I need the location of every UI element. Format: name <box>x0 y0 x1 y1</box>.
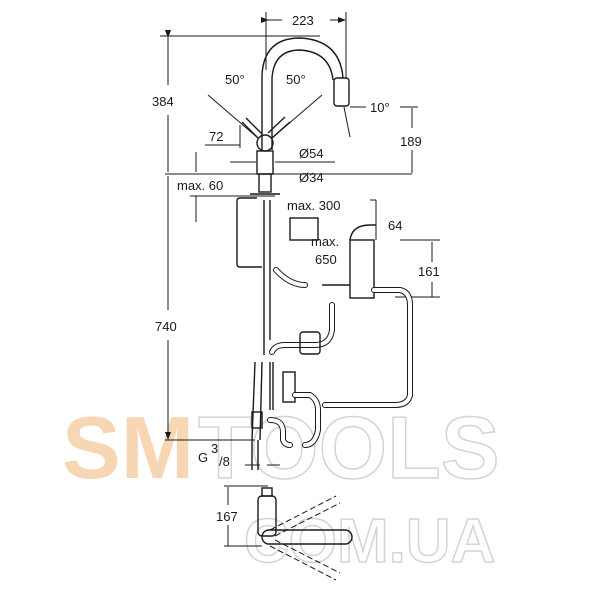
label-189: 189 <box>400 134 422 149</box>
label-max-650-a: max. <box>311 234 339 249</box>
label-max-300: max. 300 <box>287 198 340 213</box>
label-angle-left: 50° <box>225 72 245 87</box>
control-box <box>289 217 319 241</box>
label-223: 223 <box>292 13 314 28</box>
faucet-body <box>241 37 350 195</box>
watermark-com-ua: COM.UA <box>244 507 495 576</box>
label-thread-g: G <box>198 450 208 465</box>
label-64: 64 <box>388 218 402 233</box>
label-angle-right: 50° <box>286 72 306 87</box>
top-view <box>257 487 353 581</box>
label-167: 167 <box>216 509 238 524</box>
label-384: 384 <box>152 94 174 109</box>
dimension-lines <box>160 12 440 547</box>
dimension-labels: 223 384 50° 50° 10° 72 189 Ø54 Ø34 max. … <box>152 13 440 524</box>
spray-head <box>333 77 350 107</box>
watermark: SM TOOLS COM.UA <box>62 397 500 577</box>
label-thread-num: 3 <box>211 441 218 456</box>
label-dia-34: Ø34 <box>299 170 324 185</box>
handle-straight <box>261 529 353 545</box>
plumbing-assembly <box>236 197 413 470</box>
label-dia-54: Ø54 <box>299 146 324 161</box>
label-740: 740 <box>155 319 177 334</box>
valve-unit <box>349 239 375 299</box>
label-thread-den: /8 <box>219 454 230 469</box>
handle-pivot <box>256 134 274 152</box>
label-max-650-b: 650 <box>315 252 337 267</box>
label-max-60: max. 60 <box>177 178 223 193</box>
watermark-tools: TOOLS <box>198 398 500 497</box>
label-161: 161 <box>418 264 440 279</box>
watermark-sm: SM <box>62 398 194 497</box>
label-72: 72 <box>209 129 223 144</box>
label-angle-spray: 10° <box>370 100 390 115</box>
filter <box>299 331 321 355</box>
